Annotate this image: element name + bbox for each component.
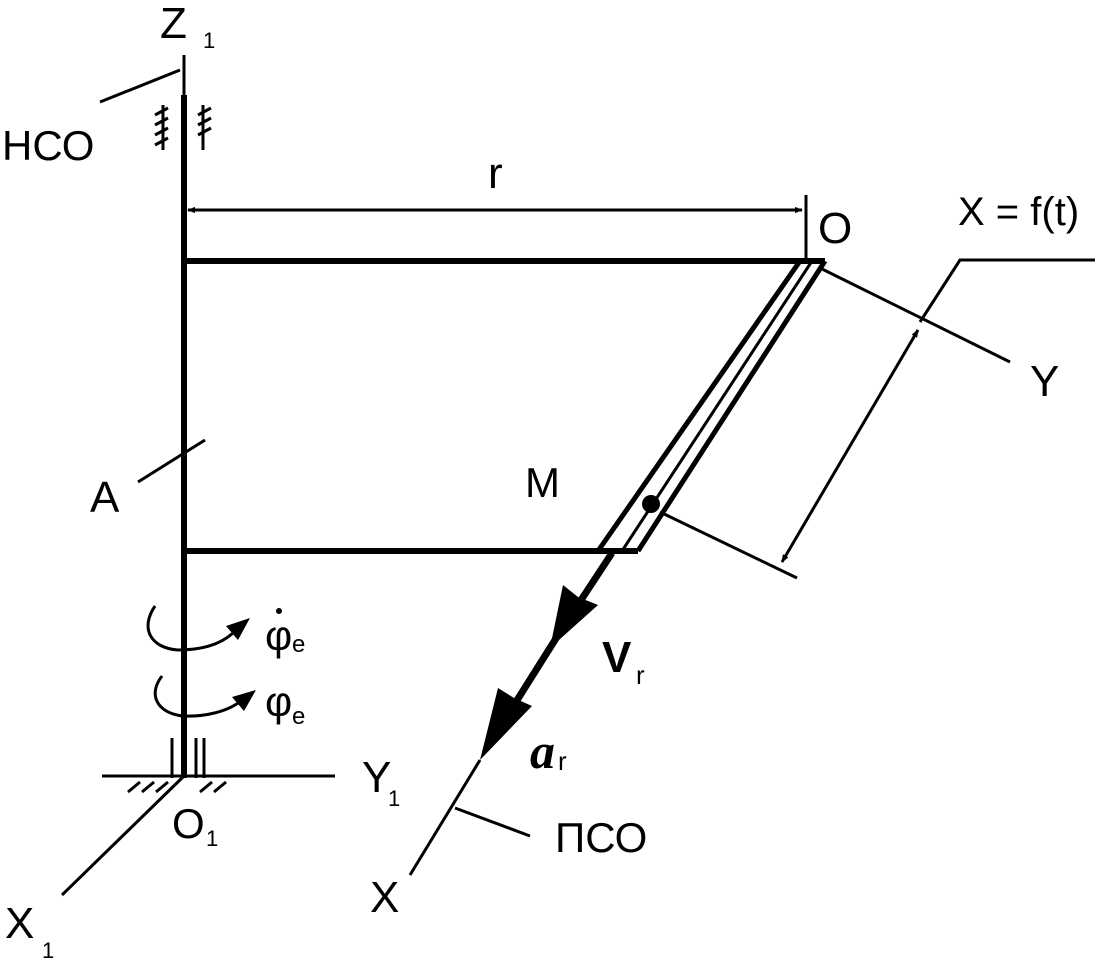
label-o: O	[818, 204, 852, 253]
label-y1-sub: 1	[388, 786, 400, 811]
rotation-arrow-2-head	[232, 690, 256, 711]
rotation-arrow-2	[153, 675, 243, 718]
label-x-eq: X = f(t)	[958, 190, 1079, 234]
phi-dot-mark	[276, 608, 282, 614]
label-x1: X	[5, 899, 34, 948]
ar-arrow-head	[480, 688, 532, 760]
point-m	[642, 495, 660, 513]
label-phi-sub: e	[292, 703, 305, 730]
label-r: r	[488, 149, 503, 198]
label-phi-dot: φ	[265, 612, 292, 659]
label-m: M	[525, 459, 560, 506]
label-y: Y	[1030, 357, 1059, 406]
x1-axis	[60, 774, 186, 897]
lower-bearing	[170, 738, 206, 778]
label-y1: Y	[362, 753, 391, 802]
label-pco: ПСО	[555, 814, 647, 861]
vr-arrow-head	[550, 585, 598, 648]
rotation-arrow-1	[146, 605, 238, 652]
label-x: X	[370, 873, 399, 922]
label-o1-sub: 1	[206, 826, 218, 851]
xft-leader	[918, 258, 1095, 323]
upper-bearing	[154, 105, 212, 150]
label-phi: φ	[265, 678, 292, 725]
x-dimension	[780, 329, 920, 563]
label-z1: Z	[160, 0, 187, 48]
ground-hatch	[127, 780, 227, 794]
label-z1-sub: 1	[203, 28, 215, 53]
label-ar: a	[530, 723, 555, 779]
a-leader	[137, 438, 206, 484]
m-extension	[659, 510, 798, 580]
hco-leader	[99, 68, 181, 104]
label-vr: V	[602, 633, 632, 682]
label-vr-sub: r	[636, 660, 645, 690]
y-axis	[819, 266, 1011, 364]
tube	[595, 259, 828, 554]
label-x1-sub: 1	[42, 938, 54, 963]
x-axis	[408, 759, 482, 876]
pco-leader	[454, 806, 531, 838]
rotation-arrow-1-head	[226, 618, 250, 640]
label-ar-sub: r	[558, 746, 567, 776]
label-o1: O	[172, 800, 205, 847]
label-hco: НСО	[2, 122, 94, 169]
label-a: A	[90, 473, 120, 522]
label-phi-dot-sub: e	[292, 631, 305, 658]
